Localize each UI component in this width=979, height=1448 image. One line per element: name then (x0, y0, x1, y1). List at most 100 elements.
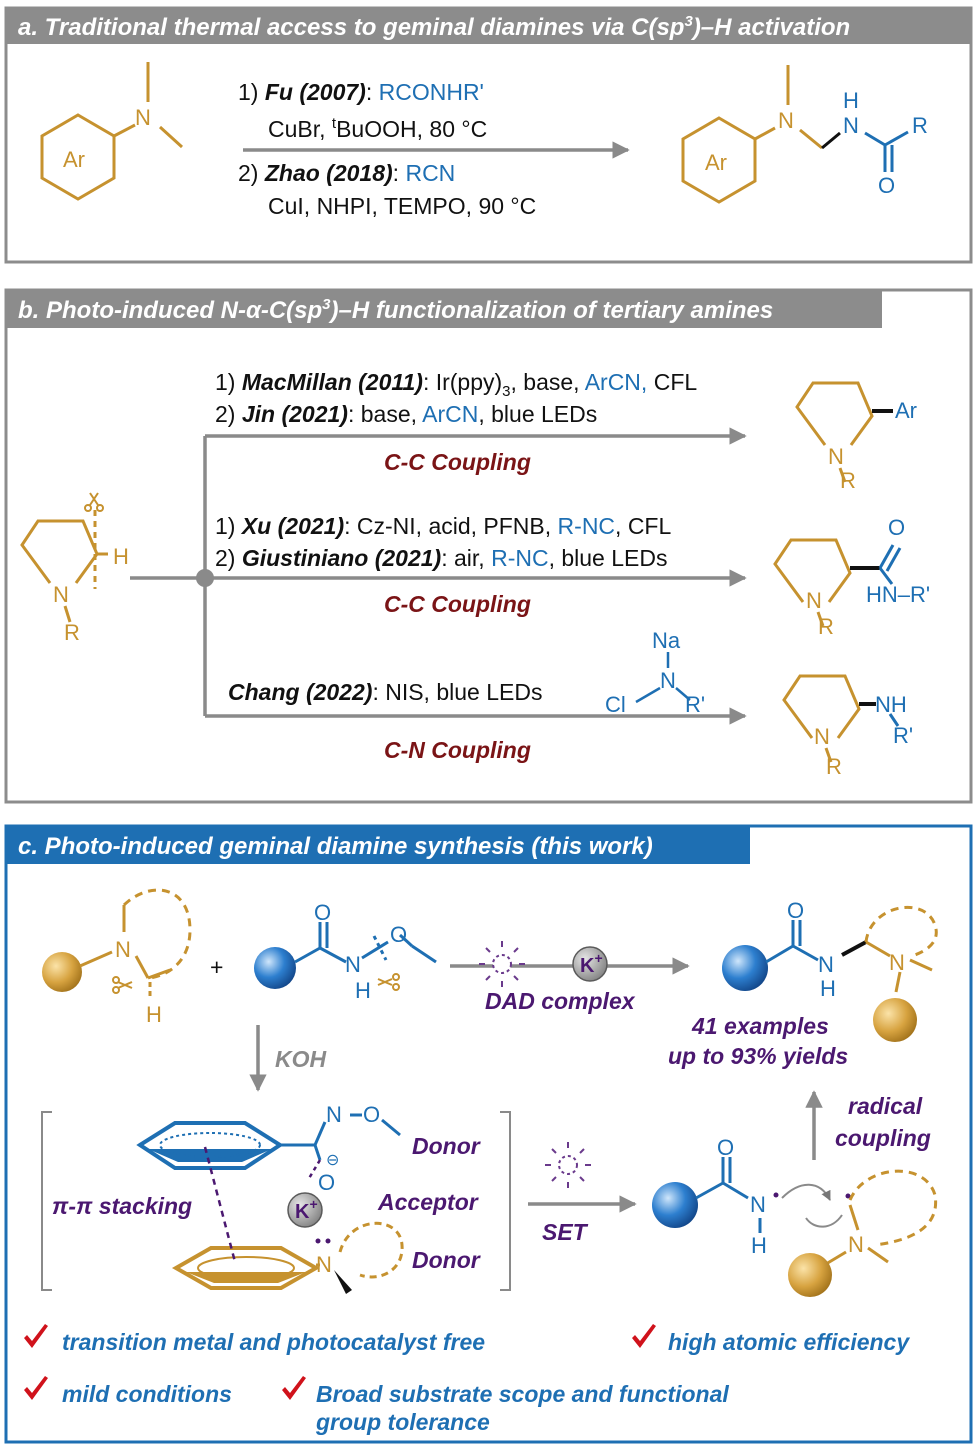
radical-h: H (751, 1233, 767, 1258)
amine-structure (79, 888, 192, 998)
radical-dot (773, 1192, 779, 1198)
radical-amine (825, 1169, 938, 1266)
amide-h: H (355, 978, 371, 1003)
amine-h: H (146, 1002, 162, 1027)
aryl-ball-blue (254, 947, 296, 989)
route1-macmillan: 1) MacMillan (2011): Ir(ppy)3, base, ArC… (215, 369, 697, 400)
amide-structure (294, 922, 437, 964)
sm-h: H (113, 544, 129, 569)
sm-ring-label: Ar (63, 147, 85, 172)
route2-prod-n: N (806, 588, 822, 613)
complex-o-minus: O (318, 1170, 335, 1195)
route3-reagent-r: R' (685, 692, 705, 717)
route1-label: C-C Coupling (384, 449, 531, 475)
coupling-arrow (781, 1183, 831, 1201)
bullet-substrate-scope-line2: group tolerance (315, 1409, 490, 1435)
checkmark-icon (632, 1324, 656, 1348)
scissors-icon (377, 973, 400, 991)
lone-pair-dot (315, 1238, 321, 1244)
product-ball-blue (722, 945, 768, 991)
route3-prod-r: R (826, 754, 842, 779)
route3-reagent-cl: Cl (605, 692, 626, 717)
prod-o: O (878, 173, 895, 198)
prod-amide-h: H (843, 88, 859, 113)
panel-a: a. Traditional thermal access to geminal… (4, 6, 973, 264)
route1-prod-n: N (828, 444, 844, 469)
scissors-icon (84, 492, 104, 512)
route3-prod-n: N (814, 724, 830, 749)
dimethylaniline-structure (40, 62, 184, 201)
ref-zhao-conditions: CuI, NHPI, TEMPO, 90 °C (268, 193, 536, 219)
amine-n: N (115, 937, 131, 962)
radical-n2: N (848, 1232, 864, 1257)
c-prod-o: O (787, 898, 804, 923)
route3-reagent-n: N (660, 668, 676, 693)
checkmark-icon (282, 1376, 306, 1400)
interaction-line (306, 1159, 322, 1181)
amide-n: N (345, 952, 361, 977)
ref-fu: 1) Fu (2007): RCONHR' (238, 79, 484, 105)
route1-jin: 2) Jin (2021): base, ArCN, blue LEDs (215, 401, 597, 427)
set-label: SET (542, 1219, 589, 1245)
sm-r: R (64, 620, 80, 645)
radical-n: N (750, 1192, 766, 1217)
route2-product (773, 538, 902, 627)
acceptor-label: Acceptor (377, 1189, 479, 1215)
amide-o: O (314, 900, 331, 925)
complex-o: O (363, 1102, 380, 1127)
product-ball-gold (873, 998, 917, 1042)
sm-n: N (53, 582, 69, 607)
stacking-label: π-π stacking (52, 1193, 192, 1219)
route3-reagent-na: Na (652, 628, 681, 653)
radical-label: radical (848, 1093, 923, 1119)
pyrrolidine-substrate (20, 510, 108, 623)
complex-n: N (326, 1102, 342, 1127)
coupling-arrow (805, 1214, 843, 1228)
bullet-atomic-efficiency: high atomic efficiency (668, 1329, 910, 1355)
route1-prod-ar: Ar (895, 398, 917, 423)
route3-prod-r2: R' (893, 723, 913, 748)
aryl-ball-gold (42, 952, 82, 992)
acceptor-ring (136, 1113, 401, 1170)
complex-brackets (41, 1111, 511, 1291)
complex-potassium-label: K+ (295, 1196, 318, 1223)
route2-xu: 1) Xu (2021): Cz-NI, acid, PFNB, R-NC, C… (215, 513, 671, 539)
bullet-mild-conditions: mild conditions (62, 1381, 232, 1407)
potassium-label: K+ (580, 950, 603, 977)
light-bulb-icon (479, 941, 525, 987)
route2-prod-o: O (888, 515, 905, 540)
prod-r: R (912, 113, 928, 138)
route3-label: C-N Coupling (384, 737, 531, 763)
geminal-diamine-product (681, 65, 909, 204)
donor2-label: Donor (412, 1247, 481, 1273)
c-prod-n2: N (889, 950, 905, 975)
donor-ring (171, 1221, 404, 1294)
route1-product (795, 381, 893, 483)
prod-ring-label: Ar (705, 150, 727, 175)
route3-prod-nh: NH (875, 692, 907, 717)
amide-o-methoxy: O (390, 922, 407, 947)
radical-ball-blue (652, 1182, 698, 1228)
radical-dot (845, 1193, 851, 1199)
koh-label: KOH (275, 1046, 327, 1072)
radical-ball-gold (788, 1253, 832, 1297)
route2-prod-r: R (818, 614, 834, 639)
negative-charge-icon: ⊖ (326, 1152, 339, 1169)
panel-a-header: a. Traditional thermal access to geminal… (18, 13, 850, 41)
route2-giustiniano: 2) Giustiniano (2021): air, R-NC, blue L… (215, 545, 667, 571)
panel-b: b. Photo-induced N-α-C(sp3)–H functional… (4, 288, 973, 804)
complex-potassium-ion (287, 1192, 323, 1228)
yields-label: up to 93% yields (668, 1043, 848, 1069)
coupling-label: coupling (835, 1125, 931, 1151)
lone-pair-dot (325, 1238, 331, 1244)
stacking-line (203, 1146, 237, 1263)
plus-sign: + (210, 954, 223, 980)
c-prod-n: N (818, 952, 834, 977)
panel-c-header: c. Photo-induced geminal diamine synthes… (18, 833, 653, 860)
ref-zhao: 2) Zhao (2018): RCN (238, 160, 455, 186)
panel-b-header: b. Photo-induced N-α-C(sp3)–H functional… (18, 296, 773, 324)
route2-prod-hn: HN–R' (866, 582, 930, 607)
panel-c: c. Photo-induced geminal diamine synthes… (4, 824, 973, 1444)
potassium-ion (572, 946, 608, 982)
